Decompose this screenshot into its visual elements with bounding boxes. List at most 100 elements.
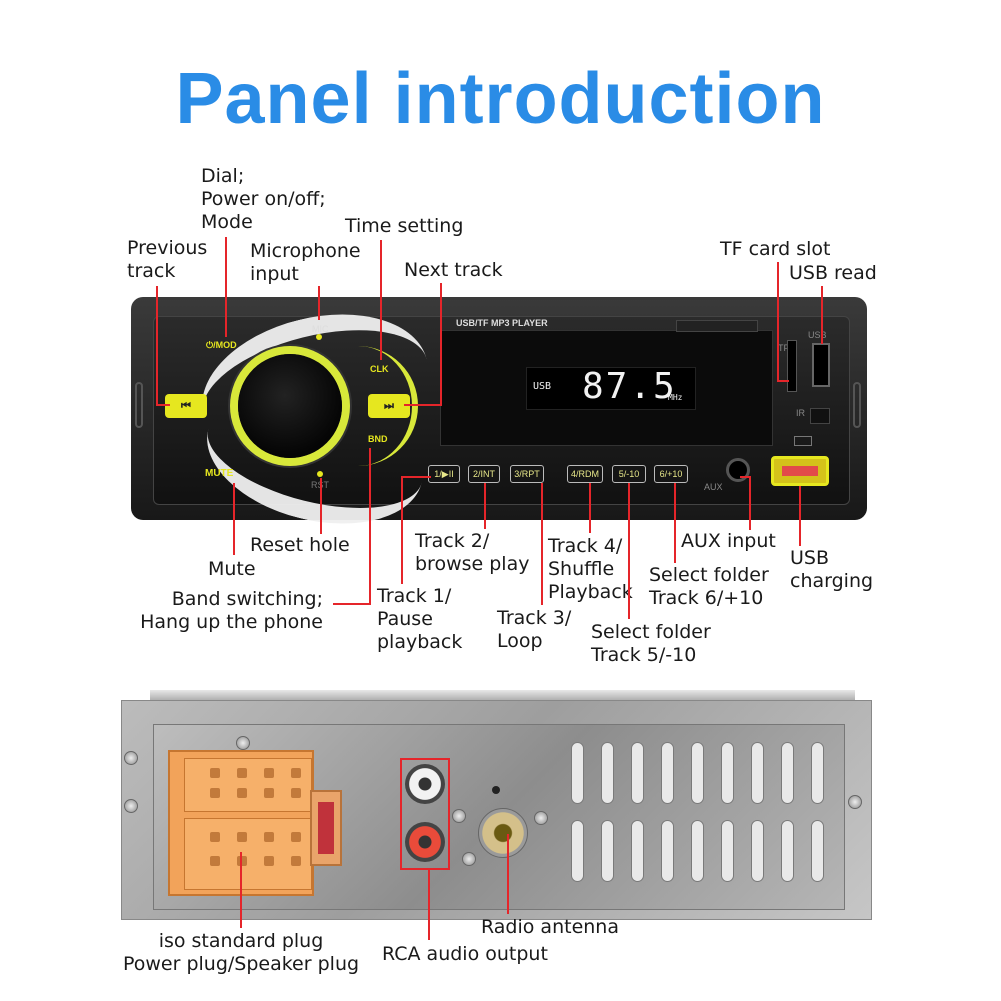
- button-4-rdm[interactable]: 4/RDM: [567, 465, 603, 483]
- mic-label: MIC: [312, 324, 329, 334]
- screw-icon: [462, 852, 476, 866]
- page-title: Panel introduction: [175, 59, 826, 139]
- iso-top-block: [184, 758, 312, 812]
- battery-icon: [794, 436, 812, 446]
- clk-button[interactable]: CLK: [370, 364, 389, 374]
- iso-pin: [210, 832, 220, 842]
- vent-slot: [691, 742, 704, 804]
- usb-charging-slot: [782, 466, 818, 476]
- mute-button[interactable]: MUTE: [205, 468, 234, 479]
- vent-slot: [721, 742, 734, 804]
- button-2-int[interactable]: 2/INT: [468, 465, 500, 483]
- button-6-plus10[interactable]: 6/+10: [654, 465, 688, 483]
- knob-ring-accent: [322, 346, 418, 466]
- vent-slot: [721, 820, 734, 882]
- iso-pin: [237, 832, 247, 842]
- label-rca-output: RCA audio output: [382, 943, 548, 965]
- line-track1-v: [401, 476, 403, 584]
- reset-hole[interactable]: [317, 471, 323, 477]
- vent-slot: [601, 742, 614, 804]
- left-clip: [135, 382, 143, 428]
- screw-icon: [452, 809, 466, 823]
- line-antenna-v: [507, 834, 509, 914]
- button-3-rpt[interactable]: 3/RPT: [510, 465, 544, 483]
- vent-slot: [631, 742, 644, 804]
- vent-slot: [631, 820, 644, 882]
- next-track-button[interactable]: ⏭: [368, 394, 410, 418]
- usb-charging-port[interactable]: [771, 456, 829, 486]
- iso-pin: [210, 768, 220, 778]
- screw-icon: [236, 736, 250, 750]
- display-frequency: 87.5: [582, 366, 677, 407]
- line-prev-h: [156, 404, 170, 406]
- line-tf-h: [777, 380, 789, 382]
- next-track-icon: ⏭: [384, 399, 394, 412]
- label-usb-read: USB read: [789, 262, 877, 284]
- line-tf-v: [777, 262, 779, 382]
- player-label: USB/TF MP3 PLAYER: [456, 318, 548, 328]
- iso-pin: [237, 788, 247, 798]
- vent-slot: [661, 820, 674, 882]
- small-hole: [492, 786, 500, 794]
- line-folder5-v: [628, 483, 630, 619]
- line-reset-v: [320, 478, 322, 534]
- iso-pin: [264, 856, 274, 866]
- vent-slot: [751, 742, 764, 804]
- previous-track-button[interactable]: ⏮: [165, 394, 207, 418]
- rca-white-jack[interactable]: [405, 764, 445, 804]
- button-1-play-pause[interactable]: 1/▶II: [428, 465, 460, 483]
- right-clip: [853, 382, 861, 428]
- label-band-switching: Band switching;Hang up the phone: [140, 588, 323, 633]
- label-tf-card-slot: TF card slot: [720, 238, 831, 260]
- label-time-setting: Time setting: [345, 215, 464, 237]
- label-aux-input: AUX input: [681, 530, 776, 552]
- vent-slot: [691, 820, 704, 882]
- iso-pin: [210, 788, 220, 798]
- button-5-minus10[interactable]: 5/-10: [612, 465, 646, 483]
- tf-card-slot[interactable]: [787, 340, 797, 392]
- iso-pin: [237, 768, 247, 778]
- line-mute-v: [233, 483, 235, 555]
- ir-label: IR: [796, 408, 805, 418]
- iso-pin: [237, 856, 247, 866]
- line-usbread-v: [821, 286, 823, 344]
- ir-sensor: [810, 408, 830, 424]
- vent-slot: [751, 820, 764, 882]
- aux-jack[interactable]: [726, 458, 750, 482]
- vent-slot: [781, 820, 794, 882]
- label-reset-hole: Reset hole: [250, 534, 350, 556]
- label-track2: Track 2/browse play: [415, 530, 530, 575]
- vent-slot: [601, 820, 614, 882]
- aux-label: AUX: [704, 482, 723, 492]
- dial-knob[interactable]: [238, 354, 342, 458]
- line-aux-h: [740, 476, 751, 478]
- line-aux-v: [749, 476, 751, 530]
- bnd-button[interactable]: BND: [368, 434, 388, 444]
- usb-label: USB: [808, 330, 827, 340]
- iso-pin: [264, 768, 274, 778]
- vent-slot: [571, 742, 584, 804]
- rca-red-jack[interactable]: [405, 822, 445, 862]
- vent-slot: [811, 742, 824, 804]
- vent-slot: [571, 820, 584, 882]
- iso-pin: [291, 856, 301, 866]
- display-unit: MHz: [668, 393, 683, 402]
- line-mic-v: [318, 286, 320, 320]
- usb-read-port[interactable]: [812, 343, 830, 387]
- rca-highlight-box: [400, 758, 450, 870]
- iso-pin: [264, 788, 274, 798]
- label-next-track: Next track: [404, 259, 503, 281]
- tf-slot-cover: [676, 320, 758, 332]
- label-mute: Mute: [208, 558, 256, 580]
- iso-pin: [291, 832, 301, 842]
- label-dial: Dial;Power on/off;Mode: [201, 165, 326, 233]
- iso-pin: [210, 856, 220, 866]
- radio-antenna-socket[interactable]: [478, 808, 528, 858]
